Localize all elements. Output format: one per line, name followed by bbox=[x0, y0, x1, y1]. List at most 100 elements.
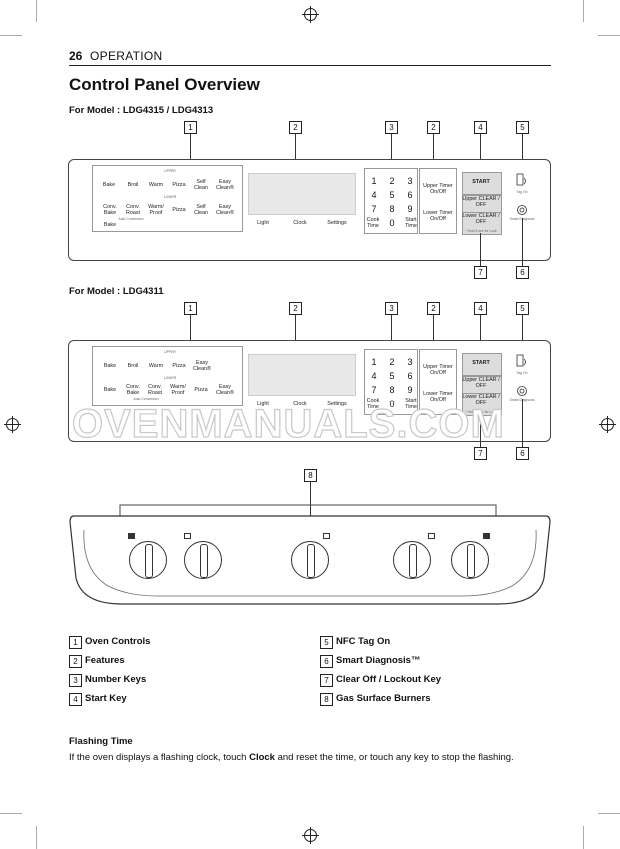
warm-proof-button[interactable]: Warm/ Proof bbox=[148, 204, 164, 216]
callout-8: 8 bbox=[304, 469, 317, 482]
settings-button[interactable]: Settings bbox=[327, 401, 347, 407]
key-6[interactable]: 6 bbox=[407, 190, 413, 200]
start-button[interactable] bbox=[462, 353, 502, 376]
key-4[interactable]: 4 bbox=[371, 371, 377, 381]
burner-knob[interactable] bbox=[129, 541, 167, 579]
lower-clear-label: Lower CLEAR / OFF bbox=[462, 213, 500, 225]
key-4[interactable]: 4 bbox=[371, 190, 377, 200]
nfc-label: Tag On bbox=[516, 190, 528, 194]
cook-time-button[interactable]: Cook Time bbox=[366, 398, 380, 410]
key-3[interactable]: 3 bbox=[407, 357, 413, 367]
conv-bake-button[interactable]: Conv. Bake bbox=[103, 204, 117, 216]
watermark: OVENMANUALS.COM bbox=[71, 401, 505, 446]
pizza-button[interactable]: Pizza bbox=[194, 387, 208, 393]
light-button[interactable]: Light bbox=[257, 401, 269, 407]
self-clean-button[interactable]: Self Clean bbox=[193, 179, 209, 191]
lower-timer-button[interactable]: Lower Timer On/Off bbox=[423, 391, 453, 403]
burner-position-icon bbox=[323, 533, 330, 539]
warm-proof-button[interactable]: Warm/ Proof bbox=[170, 384, 186, 396]
key-5[interactable]: 5 bbox=[389, 371, 395, 381]
pizza-button[interactable]: Pizza bbox=[172, 207, 186, 213]
callout-2: 2 bbox=[289, 121, 302, 134]
lower-clear-off-button[interactable] bbox=[462, 212, 502, 235]
start-button[interactable] bbox=[462, 172, 502, 195]
burner-position-icon bbox=[128, 533, 135, 539]
callout-4: 4 bbox=[474, 121, 487, 134]
lower-label: LOWER bbox=[163, 195, 177, 199]
clock-button[interactable]: Clock bbox=[293, 220, 307, 226]
key-2[interactable]: 2 bbox=[389, 357, 395, 367]
crop-mark bbox=[598, 35, 620, 36]
callout-2: 2 bbox=[427, 121, 440, 134]
key-7[interactable]: 7 bbox=[371, 204, 377, 214]
broil-button[interactable]: Broil bbox=[127, 363, 139, 369]
clock-button[interactable]: Clock bbox=[293, 401, 307, 407]
self-clean-button[interactable]: Self Clean bbox=[193, 204, 209, 216]
cook-time-button[interactable]: Cook Time bbox=[366, 217, 380, 229]
warm-button[interactable]: Warm bbox=[148, 182, 164, 188]
key-0[interactable]: 0 bbox=[389, 218, 395, 228]
start-label: START bbox=[472, 179, 490, 185]
display-screen bbox=[248, 173, 356, 215]
lock-note: * Hold 3 sec for Lock bbox=[465, 410, 497, 414]
easy-clean-button[interactable]: Easy Clean® bbox=[215, 204, 235, 216]
burner-knob[interactable] bbox=[184, 541, 222, 579]
pizza-button[interactable]: Pizza bbox=[172, 363, 186, 369]
conv-bake-button[interactable]: Conv. Bake bbox=[126, 384, 140, 396]
burner-knob[interactable] bbox=[393, 541, 431, 579]
lower-clear-off-button[interactable] bbox=[462, 393, 502, 416]
key-3[interactable]: 3 bbox=[407, 176, 413, 186]
key-7[interactable]: 7 bbox=[371, 385, 377, 395]
pizza-button[interactable]: Pizza bbox=[172, 182, 186, 188]
warm-button[interactable]: Warm bbox=[148, 363, 164, 369]
callout-2: 2 bbox=[427, 302, 440, 315]
burner-knob[interactable] bbox=[451, 541, 489, 579]
key-0[interactable]: 0 bbox=[389, 399, 395, 409]
key-8[interactable]: 8 bbox=[389, 385, 395, 395]
page-number: 26 bbox=[69, 49, 83, 63]
model-label: For Model : LDG4311 bbox=[69, 286, 164, 297]
bake-button[interactable]: Bake bbox=[103, 363, 117, 369]
crop-mark bbox=[583, 826, 584, 849]
start-time-button[interactable]: Start Time bbox=[405, 217, 417, 229]
conv-roast-button[interactable]: Conv. Roast bbox=[147, 384, 163, 396]
lower-timer-button[interactable]: Lower Timer On/Off bbox=[423, 210, 453, 222]
easy-clean-button[interactable]: Easy Clean® bbox=[192, 360, 212, 372]
key-1[interactable]: 1 bbox=[371, 357, 377, 367]
conv-roast-button[interactable]: Conv. Roast bbox=[125, 204, 141, 216]
callout-7: 7 bbox=[474, 447, 487, 460]
key-1[interactable]: 1 bbox=[371, 176, 377, 186]
upper-timer-button[interactable]: Upper Timer On/Off bbox=[423, 364, 453, 376]
easy-clean-button[interactable]: Easy Clean® bbox=[215, 384, 235, 396]
bake-button[interactable]: Bake bbox=[102, 182, 116, 188]
key-2[interactable]: 2 bbox=[389, 176, 395, 186]
key-9[interactable]: 9 bbox=[407, 204, 413, 214]
upper-timer-button[interactable]: Upper Timer On/Off bbox=[423, 183, 453, 195]
registration-mark-icon bbox=[4, 416, 21, 433]
callout-7: 7 bbox=[474, 266, 487, 279]
model-label: For Model : LDG4315 / LDG4313 bbox=[69, 105, 214, 116]
burner-knob[interactable] bbox=[291, 541, 329, 579]
key-6[interactable]: 6 bbox=[407, 371, 413, 381]
key-9[interactable]: 9 bbox=[407, 385, 413, 395]
start-time-button[interactable]: Start Time bbox=[405, 398, 417, 410]
nfc-tag-icon bbox=[516, 354, 526, 367]
auto-conversion-label: Auto Conversion bbox=[133, 397, 159, 401]
light-button[interactable]: Light bbox=[257, 220, 269, 226]
settings-button[interactable]: Settings bbox=[327, 220, 347, 226]
callout-5: 5 bbox=[516, 121, 529, 134]
timer-group bbox=[419, 349, 457, 415]
key-5[interactable]: 5 bbox=[389, 190, 395, 200]
bake-button[interactable]: Bake bbox=[103, 387, 117, 393]
key-8[interactable]: 8 bbox=[389, 204, 395, 214]
broil-button[interactable]: Broil bbox=[127, 182, 139, 188]
callout-6: 6 bbox=[516, 266, 529, 279]
lock-note: * Hold 3 sec for Lock bbox=[465, 229, 497, 233]
easy-clean-button[interactable]: Easy Clean® bbox=[215, 179, 235, 191]
nfc-tag-icon bbox=[516, 173, 526, 186]
bake-button[interactable]: Bake bbox=[103, 222, 117, 228]
